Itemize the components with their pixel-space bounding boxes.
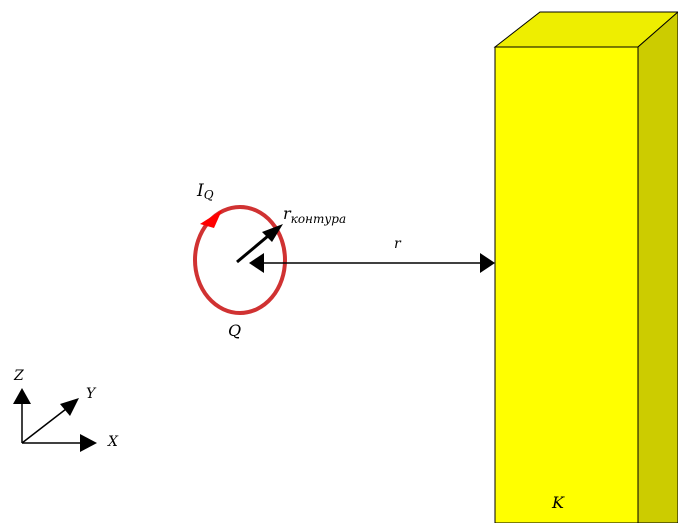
axis-y-label: Y [86, 386, 97, 402]
axis-z-arrowhead [13, 388, 31, 404]
axis-y-line [21, 408, 67, 444]
distance-arrowhead-left [249, 253, 264, 273]
distance-vector: r [249, 236, 495, 273]
box-side-face [637, 11, 678, 523]
axis-x-arrowhead [80, 434, 97, 452]
axis-z-label: Z [13, 368, 24, 384]
distance-arrowhead-right [480, 253, 495, 273]
box-front-face [494, 46, 639, 523]
loop-ellipse [193, 205, 287, 315]
coordinate-axes: Z X Y [13, 368, 119, 452]
current-direction-arrow [200, 210, 222, 228]
current-label: IQ [196, 181, 214, 202]
conductor-box: K [493, 11, 678, 523]
axis-x-label: X [107, 434, 119, 450]
current-loop: IQ Q [193, 181, 287, 340]
axis-y-arrowhead [60, 398, 79, 416]
loop-label: Q [228, 321, 241, 340]
distance-label: r [394, 236, 402, 252]
loop-radius-arrowhead [262, 224, 283, 242]
loop-radius-label: rконтура [283, 204, 346, 226]
loop-radius-vector: rконтура [236, 204, 346, 264]
box-label: K [551, 493, 565, 512]
